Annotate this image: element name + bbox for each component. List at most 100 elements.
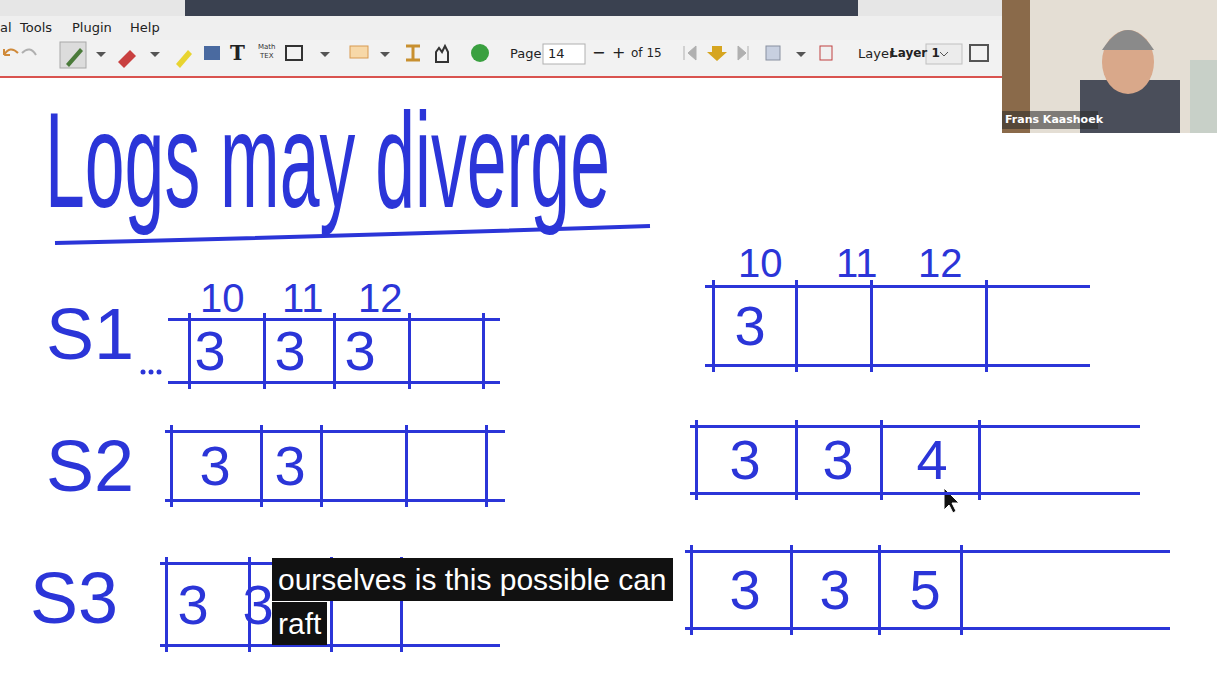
page-decrement: − — [592, 45, 605, 61]
text-tool-icon: T — [230, 43, 245, 63]
page-count: of 15 — [631, 47, 662, 59]
video-subtitle: ourselves is this possible can raft — [272, 558, 702, 646]
cell-divider — [712, 280, 715, 372]
page-number: 14 — [548, 47, 565, 60]
log-index: 11 — [282, 278, 324, 318]
cell-divider — [985, 280, 988, 372]
cell-divider — [690, 545, 693, 635]
cell-divider — [263, 313, 266, 389]
last-page-icon — [738, 46, 748, 60]
cell-divider — [978, 420, 981, 500]
hand-icon — [436, 46, 448, 62]
cell-divider — [482, 313, 485, 389]
layer-icon — [970, 45, 988, 61]
cell-divider — [870, 280, 873, 372]
page-increment: + — [612, 45, 625, 61]
log-entry-term: 3 — [729, 562, 760, 618]
log-row: 3 3 4 — [690, 425, 1140, 495]
pen-button — [60, 42, 86, 68]
server-label: S3 — [30, 562, 118, 634]
cell-divider — [795, 420, 798, 500]
refresh-icon — [471, 44, 489, 62]
speaker-name: Frans Kaashoek — [1005, 114, 1103, 125]
select-rect-icon — [350, 46, 368, 58]
cell-divider — [188, 313, 191, 389]
cell-divider — [260, 425, 263, 507]
pen-icon — [66, 48, 83, 67]
cell-divider — [960, 545, 963, 635]
log-entry-term: 3 — [274, 438, 305, 494]
log-index: 10 — [200, 278, 245, 318]
window-strip — [185, 0, 858, 16]
log-entry-term: 3 — [819, 562, 850, 618]
dropdown — [796, 52, 806, 57]
subtitle-text: ourselves is this possible can raft — [272, 558, 673, 645]
dropdown — [150, 52, 160, 57]
cell-divider — [170, 425, 173, 507]
cell-divider — [408, 313, 411, 389]
cell-divider — [320, 425, 323, 507]
log-entry-term: 3 — [822, 432, 853, 488]
log-entry-term: 3 — [199, 438, 230, 494]
cell-divider — [405, 425, 408, 507]
cell-divider — [165, 557, 168, 652]
log-entry-term: 3 — [194, 323, 225, 379]
log-index: 12 — [358, 278, 403, 318]
log-entry-term: 3 — [734, 298, 765, 354]
hair — [1102, 30, 1154, 50]
page-input — [543, 44, 585, 64]
shape-icon — [286, 46, 302, 60]
delete-page-icon — [820, 46, 832, 60]
log-entry-term: 3 — [242, 577, 273, 633]
log-entry-term: 3 — [177, 577, 208, 633]
cell-divider — [795, 280, 798, 372]
mouse-cursor — [944, 488, 959, 513]
log-row: 3 3 5 — [685, 550, 1170, 630]
dropdown — [96, 52, 106, 57]
dropdown — [380, 52, 390, 57]
cell-divider — [333, 313, 336, 389]
dropdown — [320, 52, 330, 57]
webcam-video — [1002, 0, 1217, 133]
log-row: 33 — [165, 430, 505, 502]
vspace-icon — [406, 46, 420, 60]
log-entry-term: 5 — [909, 562, 940, 618]
math-tool-icon: Math — [258, 44, 276, 51]
log-entry-term: 3 — [729, 432, 760, 488]
cell-divider — [880, 420, 883, 500]
highlighter-icon — [176, 50, 192, 68]
ellipsis-dot — [157, 370, 162, 375]
cell-divider — [790, 545, 793, 635]
title-underline — [55, 226, 650, 243]
image-icon — [204, 46, 220, 60]
menu-item: Plugin — [72, 21, 112, 34]
log-row: 3 — [705, 285, 1090, 367]
menu-item: Help — [130, 21, 160, 34]
ellipsis-dot — [149, 370, 154, 375]
cell-divider — [878, 545, 881, 635]
face — [1102, 30, 1154, 94]
menu-item: Tools — [20, 21, 52, 34]
diagram-title: Logs may diverge — [45, 92, 610, 228]
first-page-icon — [684, 46, 696, 60]
next-page-icon — [707, 46, 727, 61]
undo-icon — [4, 49, 18, 55]
eraser-icon — [118, 50, 136, 68]
layer-label: Layer — [858, 47, 894, 60]
layer-name: Layer 1 — [890, 47, 940, 59]
add-page-icon — [766, 46, 780, 60]
log-index: 10 — [738, 243, 783, 283]
cell-divider — [695, 420, 698, 500]
log-entry-term: 3 — [274, 323, 305, 379]
server-label: S2 — [46, 430, 134, 502]
dropdown — [940, 52, 948, 56]
log-index: 11 — [836, 243, 878, 283]
log-row: 333 — [168, 318, 500, 384]
ellipsis-dot — [141, 370, 146, 375]
log-entry-term: 4 — [916, 432, 947, 488]
page-label: Page — [510, 47, 541, 60]
menu-item: al — [0, 21, 12, 34]
math-tool-icon: TEX — [260, 53, 274, 60]
cell-divider — [485, 425, 488, 507]
